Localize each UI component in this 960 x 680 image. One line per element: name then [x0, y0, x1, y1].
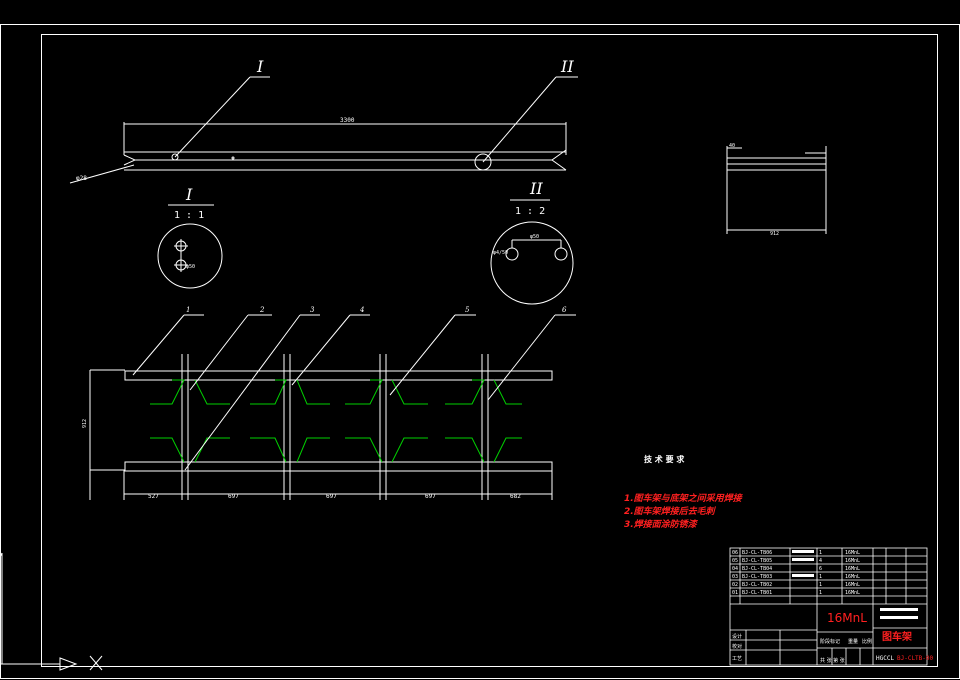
detail2-view [490, 199, 574, 305]
svg-text:1: 1 [819, 590, 822, 596]
bottom-spacing-dims: 527 697 697 697 682 [148, 493, 521, 500]
weld-seams [150, 379, 522, 463]
check-label: 校对 [732, 643, 742, 650]
svg-text:BJ-CL-TB04: BJ-CL-TB04 [742, 566, 772, 572]
svg-text:03: 03 [732, 574, 738, 580]
detail2-scale: 1 : 2 [515, 206, 545, 217]
svg-text:16MnL: 16MnL [845, 574, 860, 580]
svg-text:01: 01 [732, 590, 738, 596]
detail2-span-dim: φ50 [530, 234, 539, 240]
notes-list: 1.图车架与底架之间采用焊接 2.图车架焊接后去毛刺 3.焊接面涂防锈漆 [624, 493, 744, 530]
svg-text:16MnL: 16MnL [845, 566, 860, 572]
callout-3: 3 [310, 306, 315, 314]
callout-2: 2 [259, 306, 265, 314]
spacing-dim-5: 682 [510, 493, 521, 500]
svg-text:BJ-CL-TB03: BJ-CL-TB03 [742, 574, 772, 580]
svg-text:06: 06 [732, 550, 738, 556]
parts-list: 06 BJ-CL-TB06 1 16MnL 05 BJ-CL-TB05 4 16… [732, 550, 860, 596]
drawing-frame [0, 24, 960, 679]
drawing-code-prefix: HGCCL [876, 655, 894, 662]
svg-text:16MnL: 16MnL [845, 550, 860, 556]
weight-label: 重量 [848, 638, 858, 645]
callout-4: 4 [359, 306, 364, 314]
stage-label: 阶段标记 [820, 638, 840, 645]
detail2-callout-mark: II [560, 57, 574, 76]
side-top-dim: 40 [729, 143, 735, 149]
drawing-code-suffix: BJ-CLTB-00 [897, 655, 934, 662]
svg-text:05: 05 [732, 558, 738, 564]
note-item-1: 1.图车架与底架之间采用焊接 [624, 493, 744, 504]
svg-text:16MnL: 16MnL [845, 590, 860, 596]
svg-text:16MnL: 16MnL [845, 558, 860, 564]
top-view-beam [69, 76, 578, 184]
drawing-name: 图车架 [882, 630, 912, 643]
spacing-dim-2: 697 [228, 493, 239, 500]
title-block [729, 547, 928, 666]
svg-text:BJ-CL-TB06: BJ-CL-TB06 [742, 550, 772, 556]
svg-text:02: 02 [732, 582, 738, 588]
svg-text:BJ-CL-TB01: BJ-CL-TB01 [742, 590, 772, 596]
bottom-leaders [132, 314, 576, 471]
svg-text:BJ-CL-TB05: BJ-CL-TB05 [742, 558, 772, 564]
scale-label: 比例 [862, 638, 872, 645]
bottom-height-dim: 912 [82, 419, 88, 428]
bottom-callouts: 1 2 3 4 5 6 [186, 306, 567, 314]
svg-text:16MnL: 16MnL [845, 582, 860, 588]
detail1-hole-dim: φ50 [186, 264, 195, 270]
detail2-title: II [529, 179, 543, 198]
detail2-hole-dim: φ4/50 [493, 250, 508, 256]
detail1-callout-mark: I [256, 57, 264, 76]
svg-text:1: 1 [819, 550, 822, 556]
design-label: 设计 [732, 633, 742, 640]
top-length-dim: 3300 [340, 117, 355, 124]
callout-6: 6 [562, 306, 567, 314]
note-item-2: 2.图车架焊接后去毛刺 [624, 506, 717, 517]
title-material: 16MnL [827, 611, 867, 625]
sheet-label: 共 张 第 张 [820, 657, 845, 664]
top-end-note: φ28 [76, 175, 87, 182]
spacing-dim-4: 697 [425, 493, 436, 500]
detail1-title: I [185, 185, 193, 204]
side-width-dim: 912 [770, 231, 779, 237]
callout-5: 5 [465, 306, 470, 314]
spacing-dim-3: 697 [326, 493, 337, 500]
svg-text:04: 04 [732, 566, 738, 572]
title-block-placeholders [792, 550, 918, 619]
svg-text:6: 6 [819, 566, 822, 572]
svg-text:1: 1 [819, 574, 822, 580]
callout-1: 1 [186, 306, 190, 314]
detail1-view [157, 204, 223, 289]
bottom-view-frame [89, 354, 553, 500]
svg-text:BJ-CL-TB02: BJ-CL-TB02 [742, 582, 772, 588]
notes-title: 技 术 要 求 [644, 454, 685, 464]
process-label: 工艺 [732, 656, 742, 662]
detail1-scale: 1 : 1 [174, 210, 204, 221]
svg-text:4: 4 [819, 558, 822, 564]
ucs-icon [0, 552, 103, 671]
spacing-dim-1: 527 [148, 493, 159, 500]
svg-text:1: 1 [819, 582, 822, 588]
side-view [726, 146, 827, 234]
note-item-3: 3.焊接面涂防锈漆 [624, 519, 699, 530]
